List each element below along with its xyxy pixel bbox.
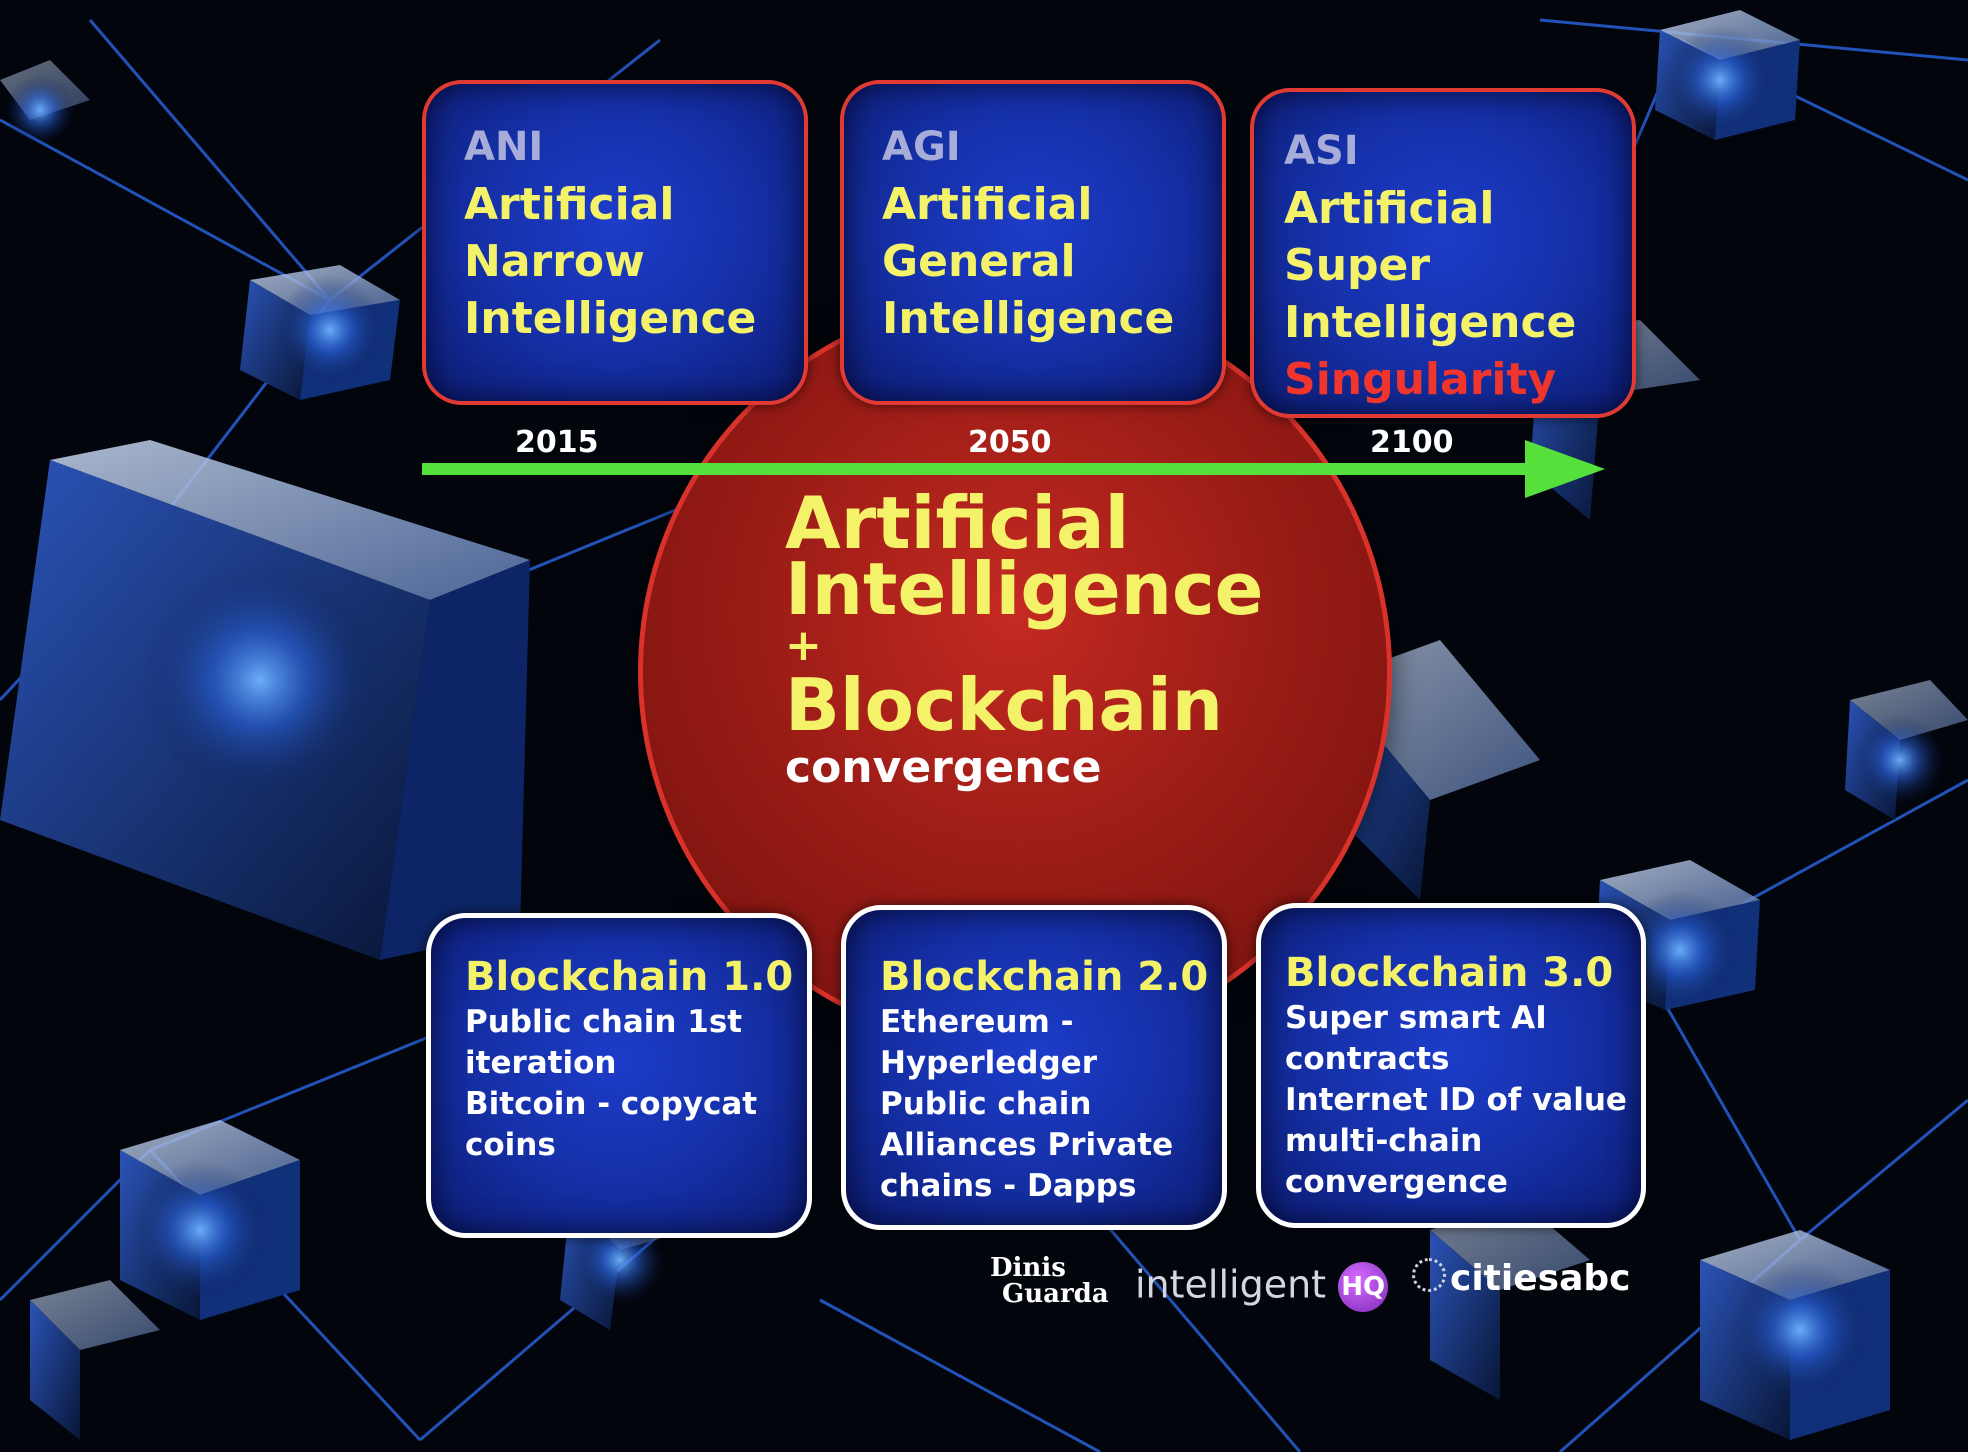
intelligenthq-hq-badge: HQ [1338, 1262, 1389, 1312]
agi-line-1: Artificial [882, 179, 1093, 230]
center-line-intelligence: Intelligence [785, 547, 1264, 631]
blockchain-1-line-4: coins [465, 1127, 556, 1163]
blockchain-2-box: Blockchain 2.0 Ethereum - Hyperledger Pu… [841, 905, 1227, 1230]
agi-line-3: Intelligence [882, 293, 1175, 344]
blockchain-3-box: Blockchain 3.0 Super smart AI contracts … [1256, 903, 1646, 1228]
citiesabc-logo-text: citiesabc [1450, 1258, 1631, 1299]
citiesabc-logo: citiesabc [1412, 1258, 1630, 1299]
blockchain-2-line-4: Alliances Private [880, 1127, 1174, 1163]
agi-line-2: General [882, 236, 1076, 287]
ani-line-3: Intelligence [464, 293, 757, 344]
center-plus: + [785, 620, 822, 671]
blockchain-2-line-2: Hyperledger [880, 1045, 1097, 1081]
singularity-label: Singularity [1284, 354, 1557, 405]
year-label-2100: 2100 [1370, 425, 1454, 460]
asi-line-2: Super [1284, 240, 1431, 291]
blockchain-3-line-1: Super smart AI [1285, 1000, 1547, 1036]
asi-acronym: ASI [1284, 128, 1359, 174]
blockchain-3-line-5: convergence [1285, 1164, 1508, 1200]
asi-box: ASI Artificial Super Intelligence Singul… [1250, 88, 1636, 418]
ani-line-1: Artificial [464, 179, 675, 230]
blockchain-3-line-3: Internet ID of value [1285, 1082, 1627, 1118]
year-label-2050: 2050 [968, 425, 1052, 460]
blockchain-3-line-4: multi-chain [1285, 1123, 1483, 1159]
blockchain-2-line-1: Ethereum - [880, 1004, 1074, 1040]
intelligenthq-logo-text: intelligent [1135, 1262, 1327, 1307]
dinis-guarda-logo-line-2: Guarda [1002, 1279, 1109, 1309]
blockchain-3-title: Blockchain 3.0 [1285, 950, 1614, 996]
blockchain-2-line-3: Public chain [880, 1086, 1092, 1122]
citiesabc-globe-icon [1412, 1258, 1446, 1292]
agi-box: AGI Artificial General Intelligence [840, 80, 1226, 405]
blockchain-2-line-5: chains - Dapps [880, 1168, 1137, 1204]
ani-acronym: ANI [464, 124, 544, 170]
ani-line-2: Narrow [464, 236, 645, 287]
convergence-title: Artificial Intelligence + Blockchain con… [785, 481, 1264, 798]
center-line-convergence: convergence [785, 742, 1102, 793]
year-label-2015: 2015 [515, 425, 599, 460]
blockchain-3-line-2: contracts [1285, 1041, 1450, 1077]
blockchain-2-title: Blockchain 2.0 [880, 954, 1209, 1000]
agi-acronym: AGI [882, 124, 961, 170]
center-line-blockchain: Blockchain [785, 663, 1224, 747]
asi-line-1: Artificial [1284, 183, 1495, 234]
blockchain-1-line-3: Bitcoin - copycat [465, 1086, 758, 1122]
blockchain-1-title: Blockchain 1.0 [465, 954, 794, 1000]
asi-line-3: Intelligence [1284, 297, 1577, 348]
dinis-guarda-logo-line-1: Dinis [990, 1253, 1066, 1283]
blockchain-1-line-2: iteration [465, 1045, 617, 1081]
intelligenthq-logo: intelligent HQ [1135, 1262, 1389, 1312]
ani-box: ANI Artificial Narrow Intelligence [422, 80, 808, 405]
blockchain-1-box: Blockchain 1.0 Public chain 1st iteratio… [426, 913, 812, 1238]
dinis-guarda-logo: Dinis Guarda [990, 1255, 1109, 1307]
blockchain-1-line-1: Public chain 1st [465, 1004, 743, 1040]
center-line-artificial: Artificial [785, 481, 1130, 565]
